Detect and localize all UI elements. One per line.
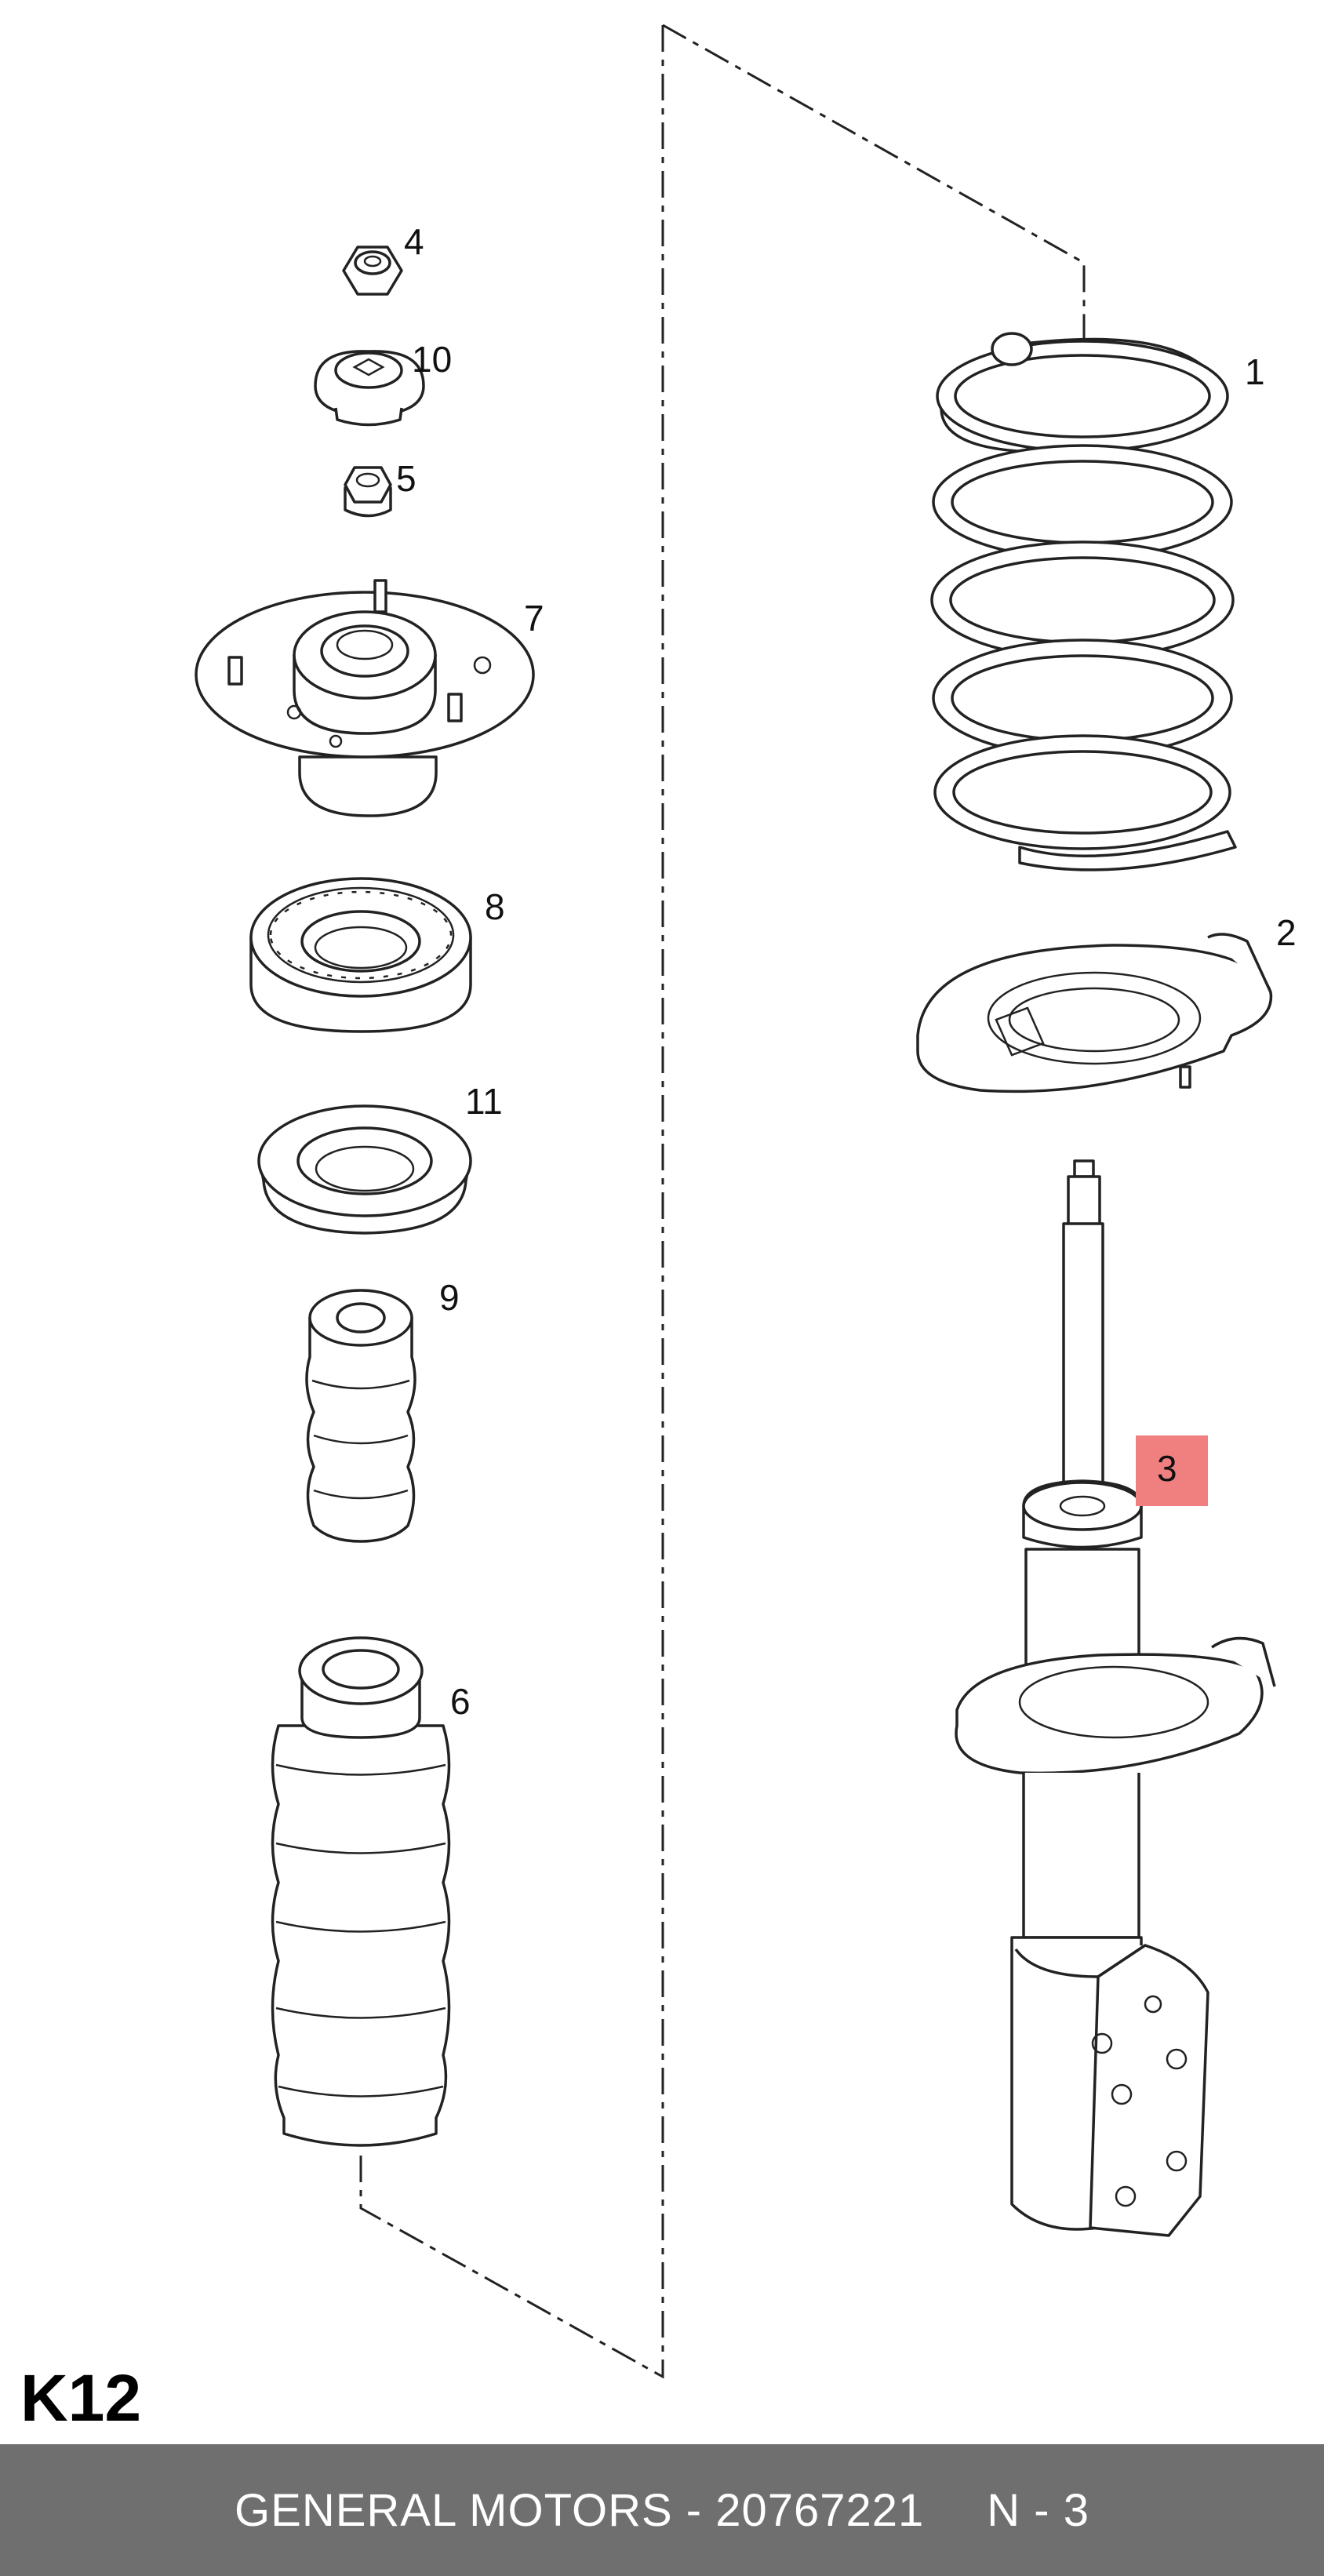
- part-1-coil-spring: [930, 332, 1237, 871]
- part-10-cap: [314, 350, 425, 427]
- label-part-10: 10: [412, 339, 452, 380]
- part-9-bump-stop: [305, 1289, 416, 1543]
- part-3-strut: [955, 1159, 1276, 2237]
- assembly-guide-line: [359, 24, 1086, 2379]
- footer-part-number: 20767221: [715, 2484, 925, 2536]
- label-part-4: 4: [404, 221, 424, 262]
- label-part-8: 8: [485, 886, 505, 927]
- footer-separator: -: [672, 2484, 716, 2536]
- part-4-nut: [342, 246, 403, 296]
- label-part-9: 9: [439, 1277, 460, 1318]
- part-11-seat-ring: [257, 1104, 472, 1235]
- label-part-6: 6: [450, 1681, 471, 1722]
- part-8-bearing: [249, 877, 472, 1033]
- part-7-strut-mount: [195, 579, 535, 817]
- part-5-nut: [344, 466, 392, 518]
- sheet-code: K12: [20, 2361, 141, 2435]
- label-part-5: 5: [396, 458, 416, 499]
- part-6-dust-boot: [271, 1636, 451, 2147]
- part-3-highlight: [1136, 1435, 1208, 1506]
- label-part-7: 7: [524, 598, 544, 639]
- footer-brand: GENERAL MOTORS: [235, 2484, 673, 2536]
- label-part-1: 1: [1245, 351, 1265, 392]
- part-2-spring-seat: [916, 933, 1273, 1093]
- footer-position: N - 3: [987, 2484, 1089, 2536]
- label-part-11: 11: [465, 1081, 503, 1122]
- label-part-3: 3: [1157, 1448, 1177, 1489]
- label-part-2: 2: [1276, 912, 1297, 953]
- footer-bar: GENERAL MOTORS - 20767221 N - 3: [0, 2444, 1324, 2576]
